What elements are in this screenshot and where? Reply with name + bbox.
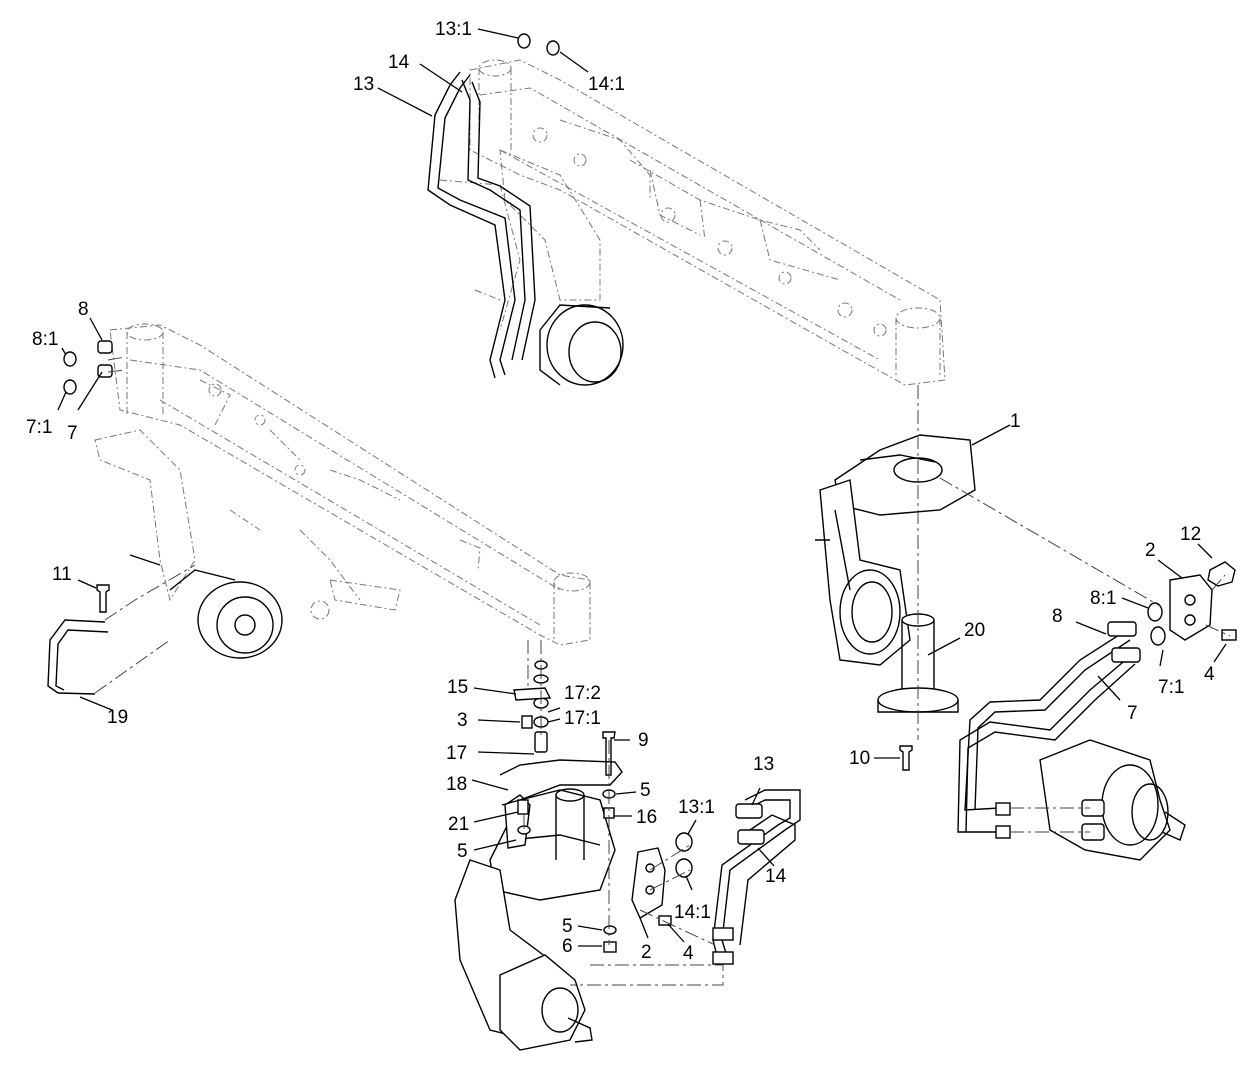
hydraulic-tubes-right [957,621,1141,839]
o-ring-14-1-center [675,858,693,878]
callout-14-1-center: 14:1 [674,902,711,923]
wheel-motor-right [1039,739,1186,861]
steering-knuckle-bottom [454,788,616,1051]
callout-7-1-left: 7:1 [26,417,52,438]
o-ring-14-1-top [546,40,560,56]
leader-lines [57,28,1227,947]
callout-8-right: 8 [1052,606,1063,627]
top-axle-assembly [427,59,946,386]
callout-8-1-right: 8:1 [1090,588,1116,609]
callout-21: 21 [448,814,469,835]
bracket-19 [47,584,110,695]
callout-7-left: 7 [67,423,78,444]
callout-6: 6 [562,936,573,957]
callout-15: 15 [447,677,468,698]
callout-7-1-right: 7:1 [1158,677,1184,698]
callout-18: 18 [446,774,467,795]
left-axle-assembly [94,323,591,659]
kingpin [877,613,959,713]
callout-20: 20 [964,620,985,641]
o-ring-7-1-left [63,379,77,395]
callout-5-c: 5 [562,916,573,937]
callout-5-a: 5 [640,780,651,801]
callout-3: 3 [457,710,468,731]
callout-2-right: 2 [1145,540,1156,561]
callout-17: 17 [446,743,467,764]
callout-5-b: 5 [457,841,468,862]
callout-14-top: 14 [388,52,410,73]
callout-8-1-left: 8:1 [32,329,58,350]
callout-12: 12 [1180,524,1201,545]
center-lines [94,356,1231,986]
callout-13-top: 13 [353,74,374,95]
callout-17-1: 17:1 [564,708,601,729]
o-ring-13-1-top [517,33,531,49]
o-ring-8-1-left [63,351,77,367]
callout-1: 1 [1010,411,1021,432]
callout-8-left: 8 [78,299,89,320]
callout-19: 19 [107,707,128,728]
callout-4-right: 4 [1204,664,1215,685]
callout-13-center: 13 [753,754,774,775]
callout-labels: 13:1 14 13 14:1 8 8:1 7:1 7 1 12 2 8:1 8… [26,19,1215,964]
callout-14-center: 14 [765,866,787,887]
callout-10: 10 [849,748,870,769]
callout-4-center: 4 [683,943,694,964]
callout-17-2: 17:2 [564,683,601,704]
mounting-plate-center [631,847,672,926]
bolt-10 [899,745,913,771]
callout-13-1-center: 13:1 [678,797,715,818]
callout-2-center: 2 [641,942,652,963]
callout-13-1-top: 13:1 [435,19,472,40]
o-ring-13-1-center [675,832,693,852]
hydraulic-tubes-center [712,789,801,965]
callout-16: 16 [636,807,657,828]
callout-7-right: 7 [1127,703,1138,724]
callout-14-1-top: 14:1 [588,74,625,95]
callout-11: 11 [52,564,72,585]
steering-knuckle-right [815,434,976,666]
callout-9: 9 [638,730,649,751]
